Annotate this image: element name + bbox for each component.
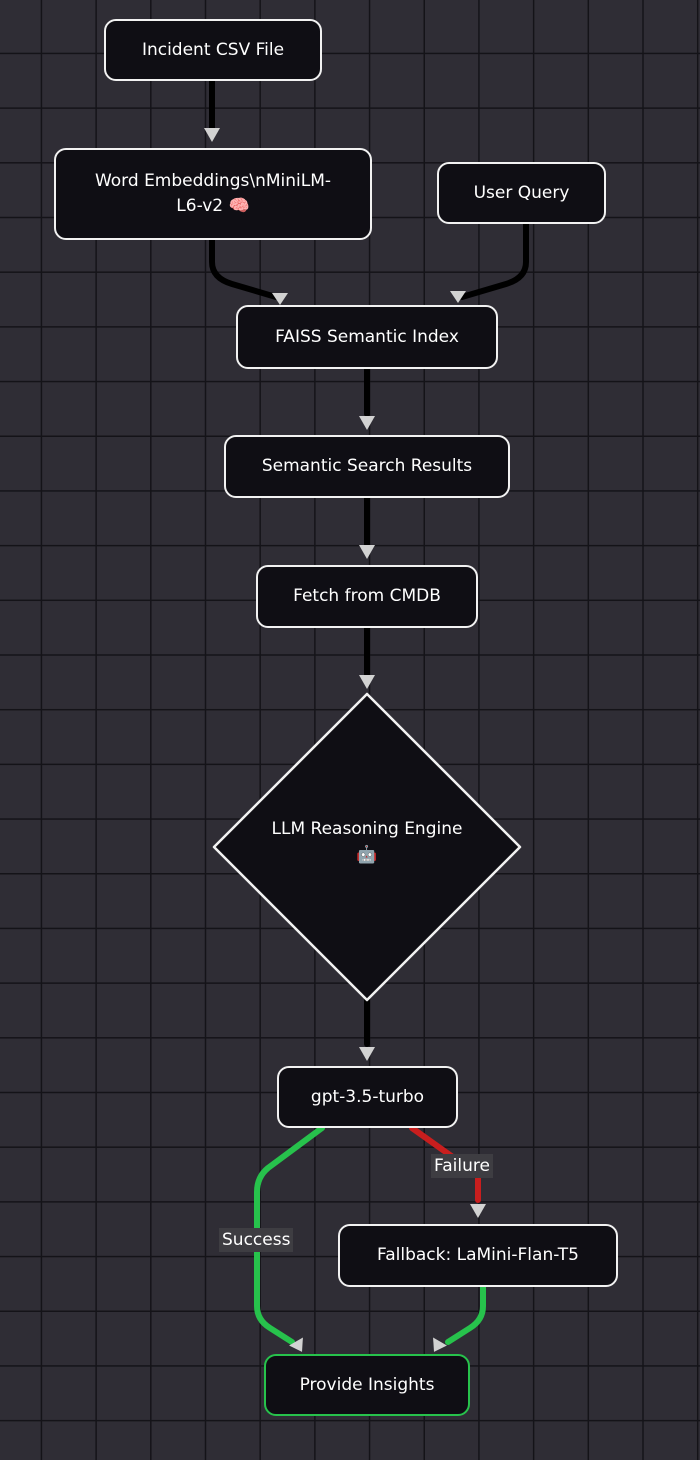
arrowhead — [359, 545, 375, 559]
node-label: Provide Insights — [299, 1374, 435, 1395]
edge-label-success: Success — [219, 1228, 294, 1252]
edge-fallback-to-insights — [445, 1283, 486, 1345]
node-user-query[interactable]: User Query — [437, 162, 606, 224]
node-word-embeddings[interactable]: Word Embeddings\nMiniLM- L6-v2 🧠 — [54, 148, 372, 240]
arrowhead — [433, 1337, 447, 1352]
arrowhead — [359, 675, 375, 689]
arrowhead — [359, 416, 375, 430]
node-label: Semantic Search Results — [261, 456, 473, 477]
node-label-line: LLM Reasoning Engine — [271, 819, 463, 839]
node-faiss-index[interactable]: FAISS Semantic Index — [236, 305, 498, 369]
llm-engine-label: LLM Reasoning Engine 🤖 — [240, 816, 494, 869]
node-label: gpt-3.5-turbo — [310, 1086, 425, 1107]
node-provide-insights[interactable]: Provide Insights — [264, 1354, 470, 1416]
node-label-line: Word Embeddings\nMiniLM- — [94, 171, 332, 192]
node-label: Fallback: LaMini-Flan-T5 — [377, 1245, 579, 1266]
node-label: FAISS Semantic Index — [275, 326, 459, 347]
arrowhead — [272, 293, 288, 305]
node-label: Incident CSV File — [141, 39, 285, 60]
node-label: User Query — [473, 182, 570, 203]
edge-embeddings-to-faiss — [209, 235, 279, 300]
node-gpt[interactable]: gpt-3.5-turbo — [277, 1066, 458, 1128]
arrowhead — [289, 1337, 303, 1352]
edge-query-to-faiss — [459, 221, 529, 300]
arrowhead — [359, 1047, 375, 1061]
node-incident-csv[interactable]: Incident CSV File — [104, 19, 322, 81]
arrowhead — [204, 128, 220, 142]
node-label: Fetch from CMDB — [293, 586, 441, 607]
node-fallback[interactable]: Fallback: LaMini-Flan-T5 — [338, 1224, 618, 1287]
node-label-wrap: Word Embeddings\nMiniLM- L6-v2 🧠 — [95, 169, 331, 218]
edge-label-failure: Failure — [431, 1154, 493, 1178]
arrowhead — [470, 1204, 486, 1218]
node-fetch-cmdb[interactable]: Fetch from CMDB — [256, 565, 478, 628]
diamond-llm-reasoning — [212, 692, 522, 1002]
node-label-line: L6-v2 🧠 — [176, 196, 250, 216]
robot-icon: 🤖 — [356, 845, 378, 866]
node-search-results[interactable]: Semantic Search Results — [224, 435, 510, 498]
arrowhead — [450, 291, 466, 303]
